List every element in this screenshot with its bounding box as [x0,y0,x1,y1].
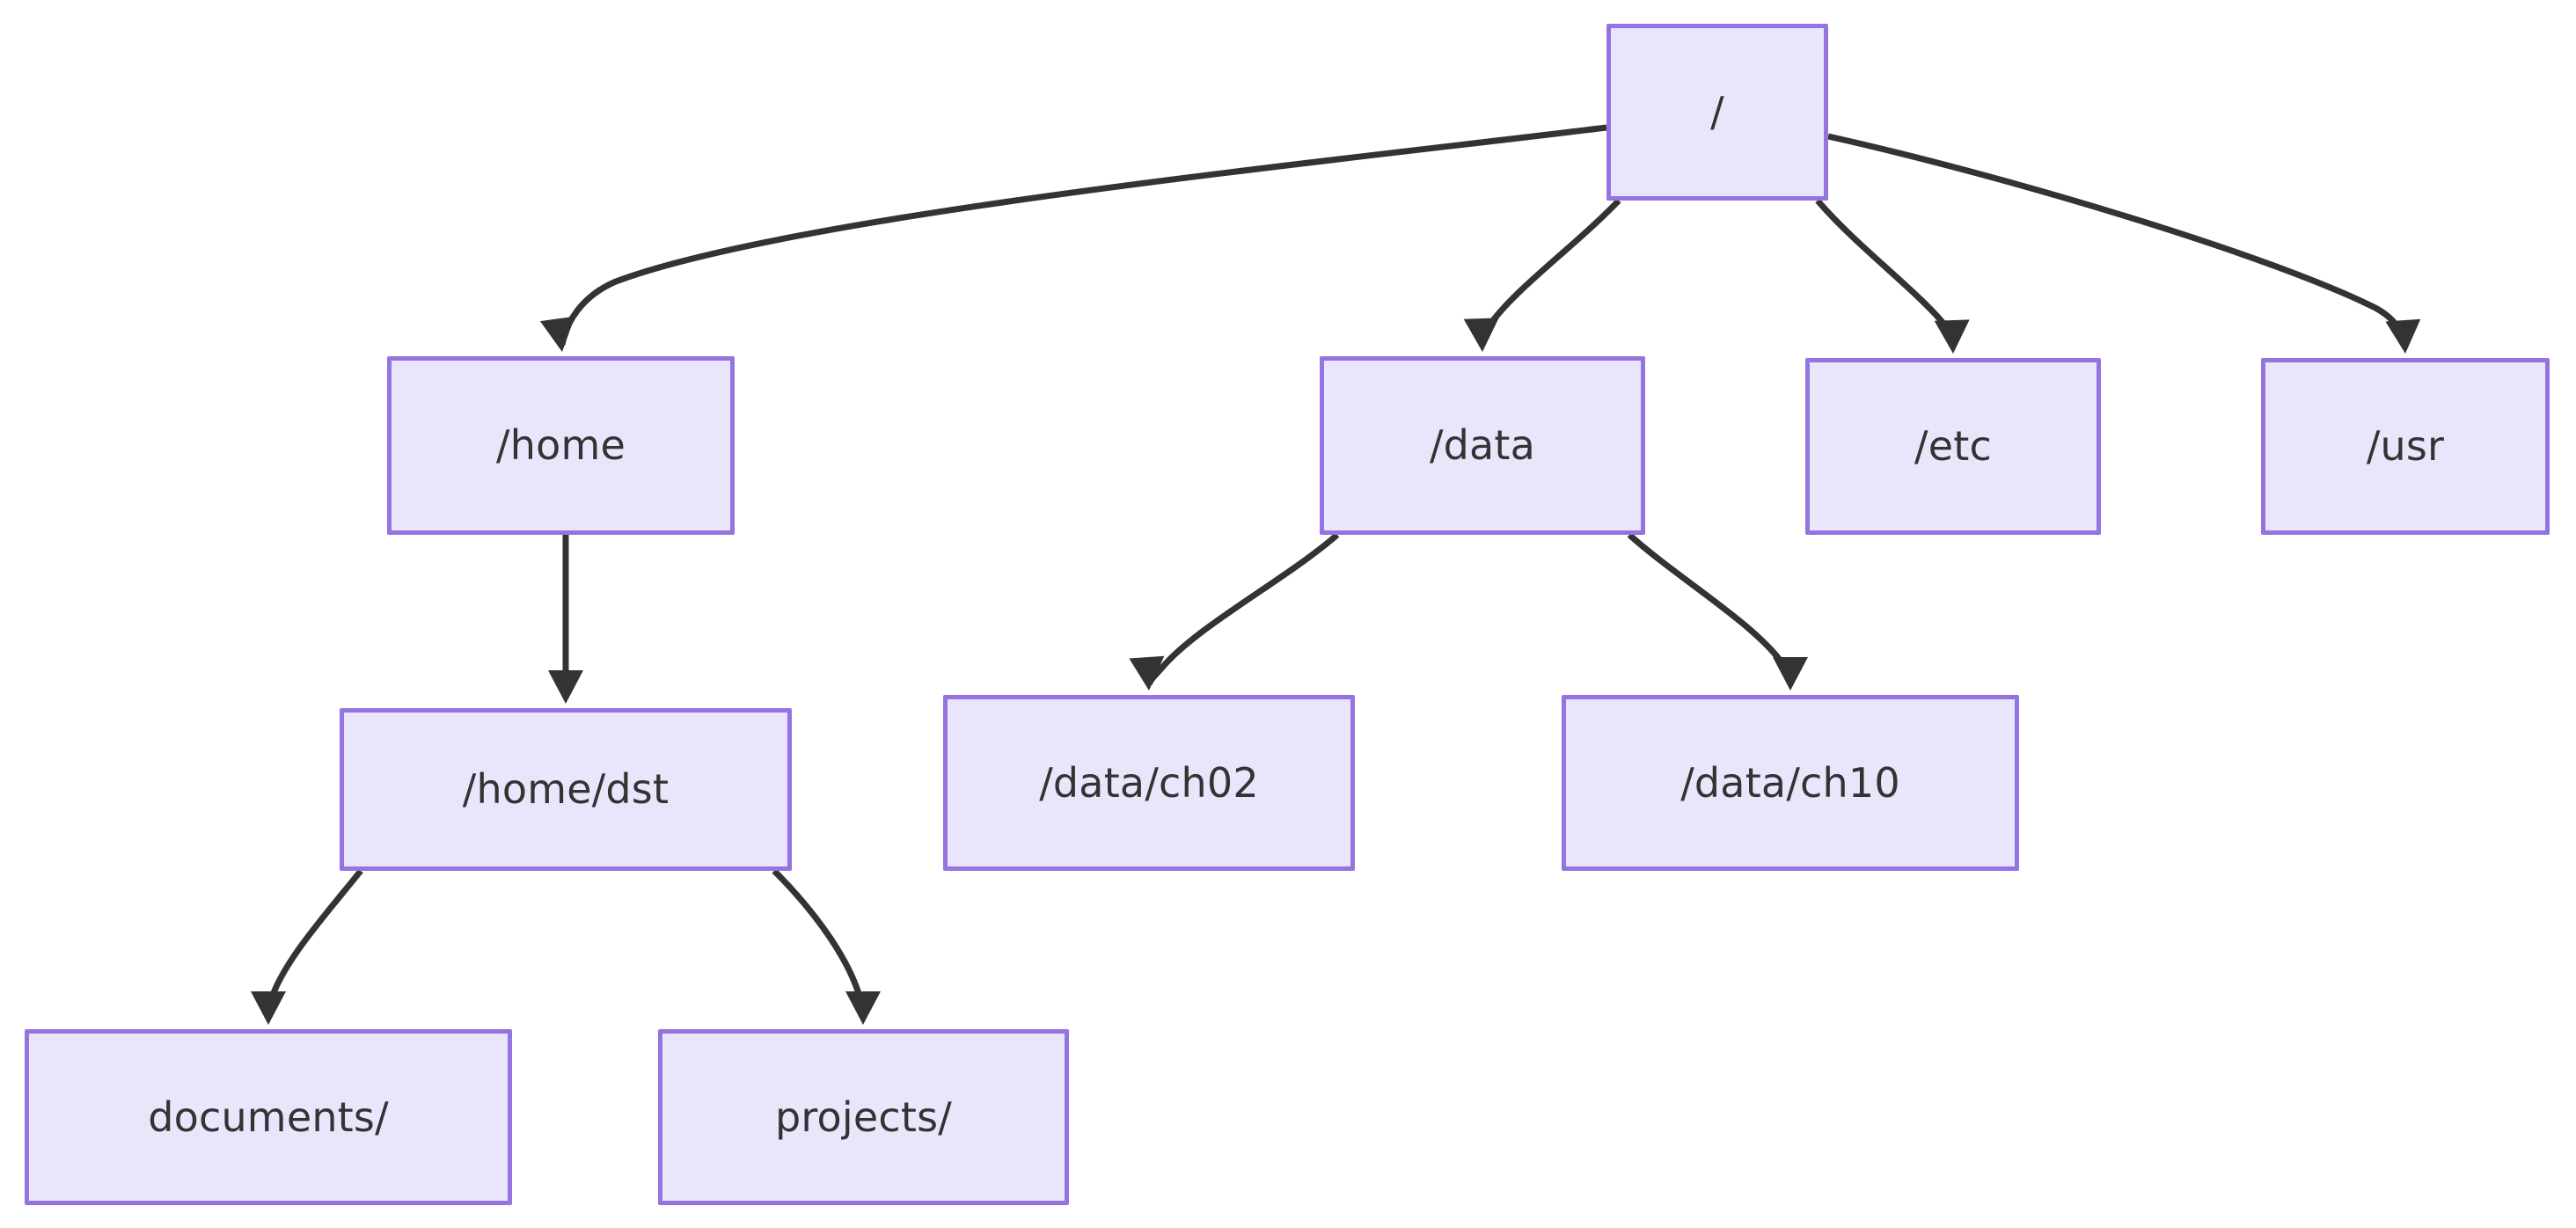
arrowhead-root-usr [2385,318,2421,354]
node-label-projects: projects/ [775,1093,952,1141]
node-etc[interactable]: /etc [1805,358,2101,535]
node-usr[interactable]: /usr [2261,358,2550,535]
node-homedst[interactable]: /home/dst [340,708,792,871]
node-label-etc: /etc [1914,422,1992,471]
edge-root-to-usr [1827,133,2409,347]
node-label-datach10: /data/ch10 [1680,758,1900,807]
edge-root-to-home [559,124,1607,346]
arrowhead-homedst-projects [845,991,881,1025]
node-label-documents: documents/ [148,1093,389,1141]
node-datach02[interactable]: /data/ch02 [943,695,1355,871]
node-label-home: /home [496,421,626,470]
arrowhead-root-data [1463,318,1499,352]
edge-root-to-etc [1815,198,1957,347]
edge-root-to-data [1479,198,1621,346]
arrowhead-home-homedst [548,670,583,704]
node-documents[interactable]: documents/ [25,1029,512,1205]
node-label-usr: /usr [2366,422,2445,471]
node-label-datach02: /data/ch02 [1039,758,1259,807]
node-root[interactable]: / [1606,24,1828,201]
node-label-homedst: /home/dst [462,765,670,814]
node-label-data: /data [1429,421,1536,470]
arrowhead-homedst-documents [251,991,286,1025]
arrowhead-root-etc [1934,319,1970,354]
arrowhead-data-datach02 [1129,655,1165,691]
node-datach10[interactable]: /data/ch10 [1562,695,2019,871]
node-projects[interactable]: projects/ [658,1029,1069,1205]
node-data[interactable]: /data [1320,356,1645,535]
node-label-root: / [1710,88,1724,136]
edge-data-to-datach02 [1145,532,1340,686]
node-home[interactable]: /home [387,356,735,535]
edge-data-to-datach10 [1627,532,1794,685]
arrowhead-data-datach10 [1773,657,1808,691]
arrowhead-root-home [539,316,575,352]
